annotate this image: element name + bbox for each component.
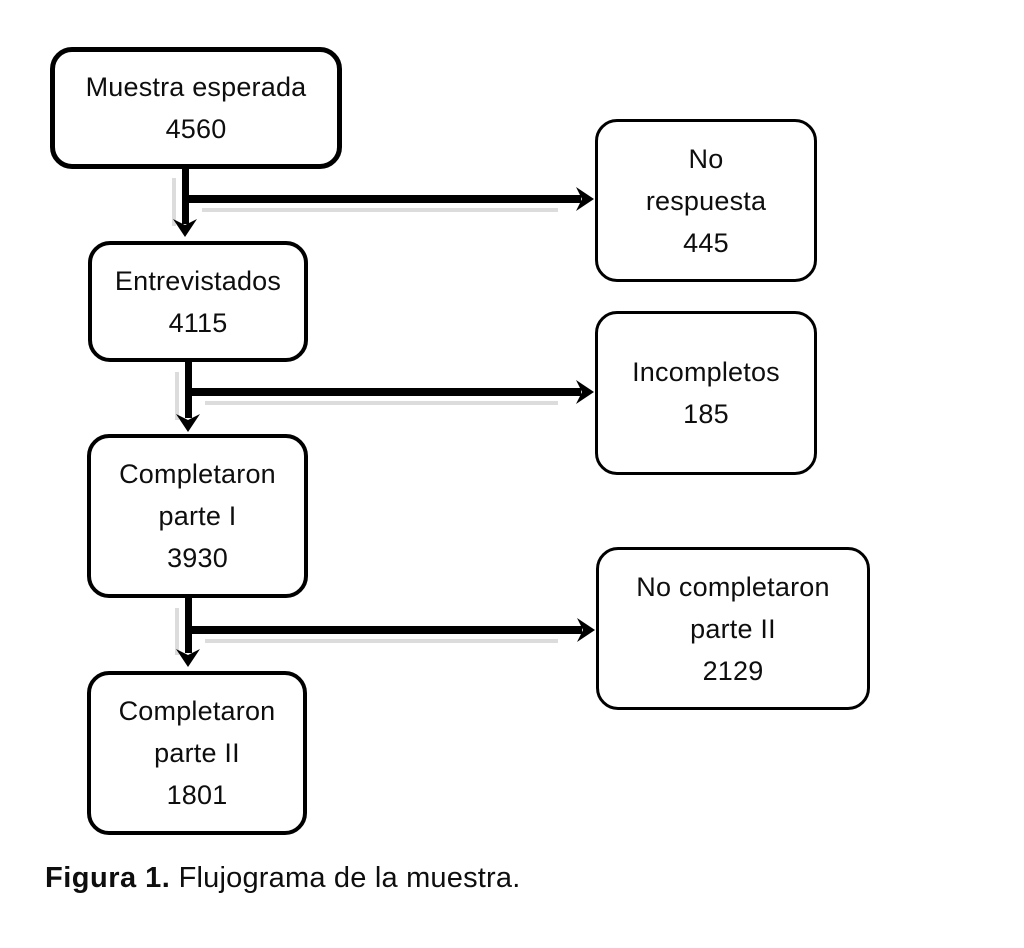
node-value: 4115 <box>168 307 228 338</box>
node-no-respuesta: No respuesta 445 <box>595 119 817 282</box>
node-completaron-parte-ii: Completaron parte II 1801 <box>87 671 307 835</box>
arrow-completaron-i-to-completaron-ii <box>176 597 200 667</box>
figure-caption-number: Figura 1. <box>45 862 171 894</box>
node-no-completaron-parte-ii: No completaron parte II 2129 <box>596 547 870 710</box>
node-label: parte II <box>690 613 776 644</box>
node-label: No <box>688 143 724 174</box>
node-label: Muestra esperada <box>85 72 307 102</box>
node-value: 4560 <box>165 114 227 144</box>
node-label: No completaron <box>636 571 830 602</box>
figure-caption: Figura 1. Flujograma de la muestra. <box>45 860 521 896</box>
node-label: parte II <box>154 738 240 768</box>
node-label: Entrevistados <box>114 265 282 296</box>
node-entrevistados: Entrevistados 4115 <box>88 241 308 362</box>
node-label: Completaron <box>119 459 276 489</box>
arrow-entrevistados-to-completaron-i <box>176 361 200 432</box>
node-label: Incompletos <box>632 357 780 387</box>
node-incompletos: Incompletos 185 <box>595 311 817 475</box>
node-muestra-esperada: Muestra esperada 4560 <box>50 47 342 169</box>
arrow-branch-to-incompletos <box>188 380 594 404</box>
node-value: 185 <box>683 399 729 429</box>
node-label: respuesta <box>645 185 767 216</box>
node-value: 3930 <box>167 543 228 573</box>
node-label: Completaron <box>118 696 276 726</box>
node-label: parte I <box>158 501 237 531</box>
node-value: 445 <box>683 227 729 258</box>
node-completaron-parte-i: Completaron parte I 3930 <box>87 434 308 598</box>
node-value: 1801 <box>166 780 228 810</box>
node-value: 2129 <box>702 655 764 686</box>
arrow-branch-to-no-completaron-ii <box>188 618 595 642</box>
figure-caption-text: Flujograma de la muestra. <box>170 862 521 894</box>
arrow-shadows <box>172 178 558 655</box>
arrow-branch-to-no-respuesta <box>185 187 594 211</box>
